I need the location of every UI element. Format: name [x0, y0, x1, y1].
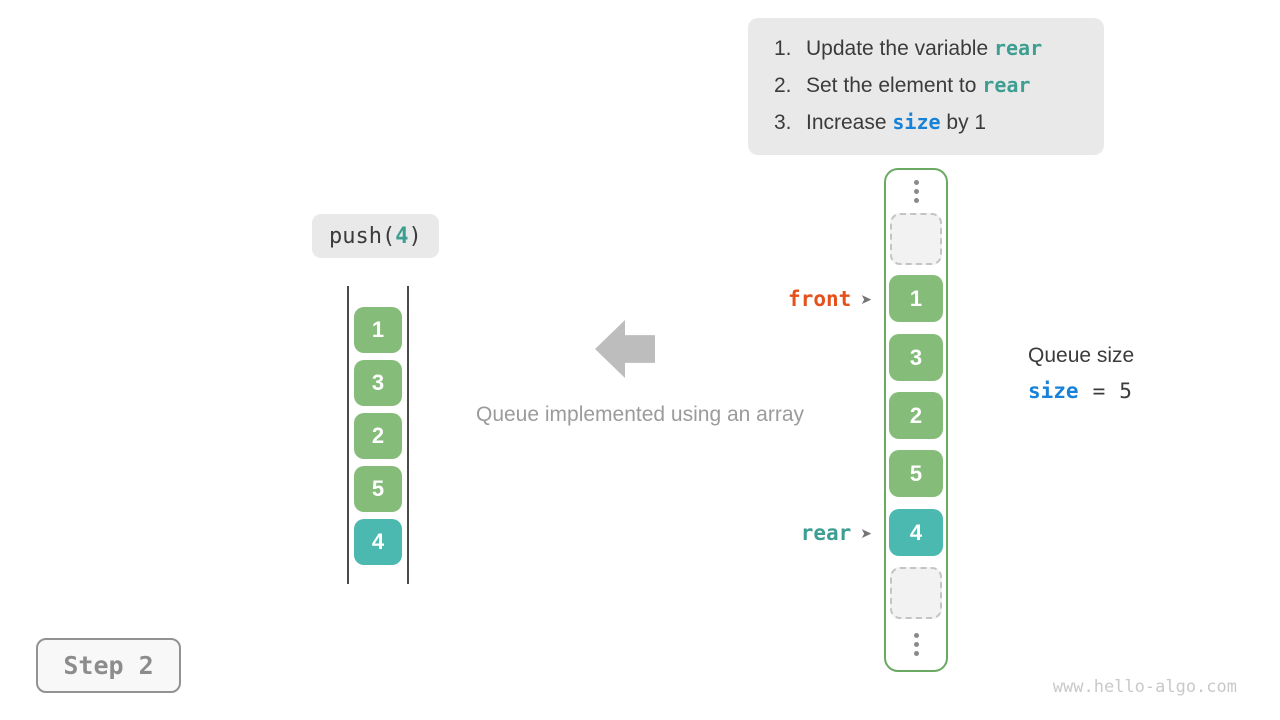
array-cell-front: 1	[889, 275, 943, 322]
diagram-caption: Queue implemented using an array	[475, 403, 805, 426]
instruction-text: Set the element to rear	[806, 73, 1031, 97]
array-cell: 2	[889, 392, 943, 439]
array-cell: 3	[889, 334, 943, 381]
instruction-item: 3. Increase size by 1	[774, 104, 1094, 141]
equals-sign: =	[1092, 379, 1106, 403]
front-pointer: front ➤	[720, 286, 872, 312]
vertical-ellipsis-icon	[886, 633, 946, 656]
front-pointer-label: front	[788, 287, 852, 311]
push-close: )	[408, 223, 422, 249]
size-value: 5	[1119, 379, 1132, 403]
rear-pointer-label: rear	[800, 521, 852, 545]
instruction-number: 3.	[774, 111, 792, 134]
queue-size-title: Queue size	[1028, 344, 1135, 367]
instruction-box: 1. Update the variable rear 2. Set the e…	[748, 18, 1104, 155]
vertical-ellipsis-icon	[886, 180, 946, 203]
code-rear: rear	[993, 36, 1043, 60]
left-arrow-icon	[595, 320, 655, 378]
array-empty-slot	[890, 213, 942, 265]
array-cell: 5	[889, 450, 943, 497]
queue-cell: 3	[354, 360, 402, 406]
queue-abstract-stack: 1 3 2 5 4	[347, 286, 409, 584]
push-operation-label: push(4)	[312, 214, 439, 258]
code-size: size	[892, 110, 941, 134]
instruction-item: 1. Update the variable rear	[774, 30, 1094, 67]
instruction-item: 2. Set the element to rear	[774, 67, 1094, 104]
queue-cell-new: 4	[354, 519, 402, 565]
size-variable: size	[1028, 379, 1079, 403]
pointer-arrow-icon: ➤	[860, 525, 872, 541]
array-container: 1 3 2 5 4	[884, 168, 948, 672]
instruction-text: Increase size by 1	[806, 110, 987, 134]
code-rear: rear	[982, 73, 1031, 97]
queue-size-annotation: Queue size size = 5	[1028, 341, 1134, 403]
instruction-text: Update the variable rear	[806, 36, 1043, 60]
instruction-number: 2.	[774, 74, 792, 97]
push-fn: push(	[329, 223, 396, 249]
rear-pointer: rear ➤	[720, 520, 872, 546]
queue-cell: 2	[354, 413, 402, 459]
instruction-number: 1.	[774, 37, 792, 60]
array-empty-slot	[890, 567, 942, 619]
push-arg: 4	[395, 223, 409, 249]
queue-cell: 1	[354, 307, 402, 353]
watermark: www.hello-algo.com	[1052, 677, 1237, 697]
queue-cell: 5	[354, 466, 402, 512]
queue-size-value-line: size = 5	[1028, 379, 1134, 403]
array-cell-rear: 4	[889, 509, 943, 556]
step-badge: Step 2	[36, 638, 181, 693]
pointer-arrow-icon: ➤	[860, 291, 872, 307]
